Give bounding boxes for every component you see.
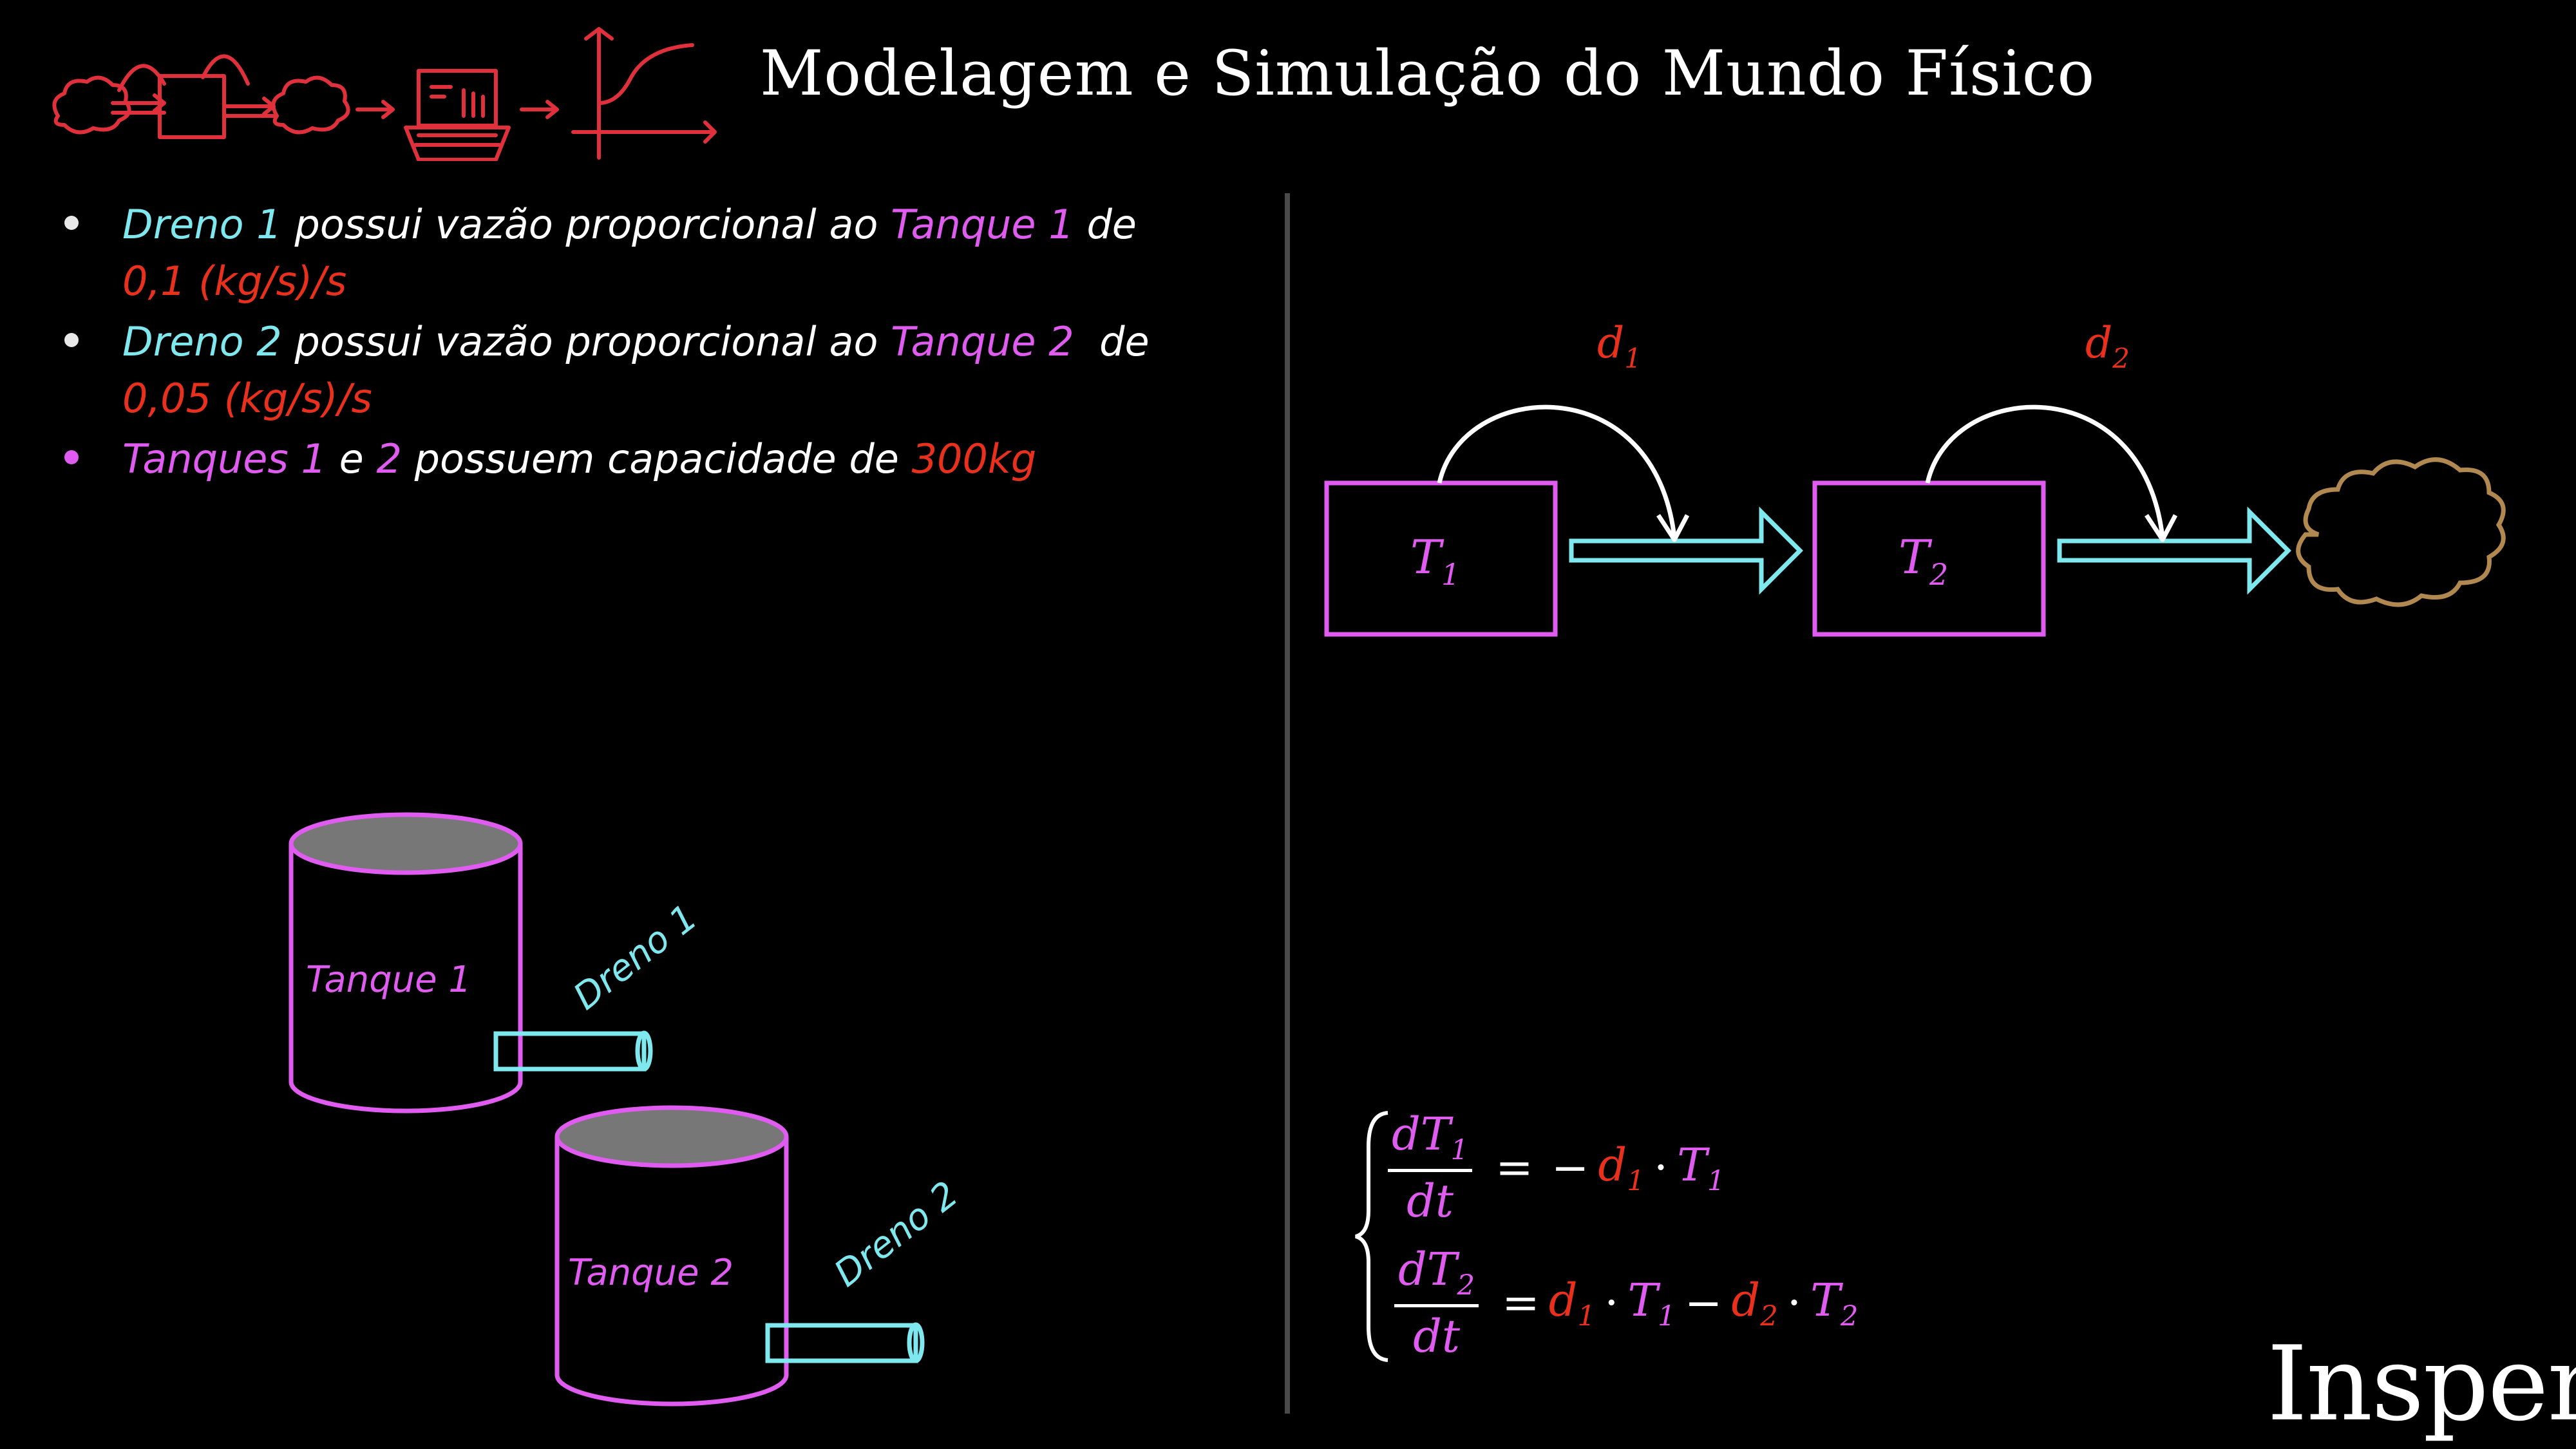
bullet-text-segment: 300kg [911, 435, 1037, 482]
bullet-list: Dreno 1 possui vazão proporcional ao Tan… [64, 196, 1249, 491]
process-box-icon [158, 74, 226, 139]
bullet-item: Tanques 1 e 2 possuem capacidade de 300k… [64, 431, 1249, 488]
bullet-text-segment: possuem capacidade de [401, 435, 912, 482]
tank1-box-label: T1 [1410, 530, 1460, 592]
bullet-dot [64, 333, 79, 347]
equation-term: d1 [1598, 1138, 1645, 1197]
drain1-pipe [493, 1030, 653, 1072]
drain1-curve-arrow [1437, 404, 1677, 538]
equation-operator: · [1653, 1141, 1669, 1194]
equation-operator: − [1551, 1141, 1589, 1194]
bullet-dot [64, 450, 79, 464]
page-title: Modelagem e Simulação do Mundo Físico [760, 37, 2096, 109]
sink-cloud-icon [2296, 457, 2506, 607]
equation-term: T1 [1677, 1138, 1725, 1197]
drain2-label: d2 [2085, 318, 2130, 374]
equation-term: d2 [1731, 1273, 1778, 1332]
flow-diagram: T1 d1 T2 d2 [1324, 318, 2506, 637]
equation-operator: = [1502, 1276, 1540, 1329]
tank2-box-label: T2 [1899, 530, 1948, 592]
header-process-icons [52, 27, 717, 161]
vertical-divider [1285, 193, 1290, 1414]
drain2-pipe-label: Dreno 2 [827, 1173, 966, 1295]
bullet-text-segment: possui vazão proporcional ao [281, 318, 891, 365]
bullet-text-segment: 2 [376, 435, 402, 482]
equation-operator: = [1495, 1141, 1533, 1194]
fraction-numerator: dT1 [1388, 1108, 1473, 1172]
drain2-pipe [765, 1322, 925, 1363]
fraction-denominator: dt [1413, 1310, 1461, 1363]
tanks-illustration: Tanque 1 Dreno 1 Tanque 2 Dreno 2 [289, 812, 966, 1406]
equation-operator: · [1786, 1276, 1802, 1329]
bullet-value: 0,1 (kg/s)/s [122, 258, 347, 305]
drain1-pipe-label: Dreno 1 [566, 896, 705, 1018]
equation-term: d1 [1548, 1273, 1596, 1332]
bullet-item: Dreno 1 possui vazão proporcional ao Tan… [64, 196, 1249, 310]
graph-icon [571, 27, 717, 160]
laptop-icon [404, 69, 511, 161]
equation-operator: − [1684, 1276, 1723, 1329]
fraction-numerator: dT2 [1394, 1243, 1479, 1307]
bullet-text-segment: possui vazão proporcional ao [281, 201, 891, 248]
bullet-text-segment: Dreno 2 [122, 318, 282, 365]
equation-term: T2 [1810, 1273, 1859, 1332]
bullet-item: Dreno 2 possui vazão proporcional ao Tan… [64, 314, 1249, 427]
tank1-label: Tanque 1 [306, 959, 471, 1001]
tank2-cylinder [554, 1105, 789, 1406]
bullet-dot [64, 216, 79, 230]
flow-arrow-1 [1569, 506, 1803, 595]
bullet-text-segment: de [1074, 201, 1150, 248]
insper-logo: Insper [2267, 1323, 2576, 1444]
drain2-curve-arrow [1925, 404, 2165, 538]
bullet-text-segment: Tanques 1 [122, 435, 327, 482]
equation-term: T1 [1627, 1273, 1676, 1332]
bullet-text-segment: Dreno 1 [122, 201, 282, 248]
tank2-label: Tanque 2 [568, 1252, 734, 1294]
drain1-label: d1 [1597, 318, 1642, 374]
bullet-text-segment: e [326, 435, 377, 482]
bullet-text-segment: Tanque 2 [891, 318, 1074, 365]
system-brace [1355, 1111, 1388, 1362]
bullet-text-segment: Tanque 1 [891, 201, 1074, 248]
tank1-cylinder [289, 812, 523, 1113]
equation-operator: · [1604, 1276, 1619, 1329]
bullet-text-segment: de [1074, 318, 1150, 365]
flow-arrow-2 [2057, 506, 2291, 595]
fraction-denominator: dt [1406, 1175, 1454, 1227]
bullet-value: 0,05 (kg/s)/s [122, 375, 372, 422]
output-cloud-icon [271, 75, 350, 135]
